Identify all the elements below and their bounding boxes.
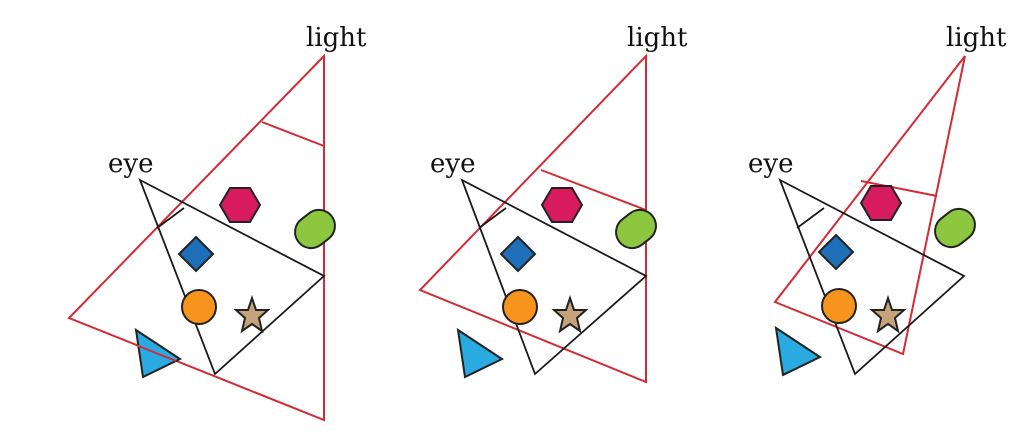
hexagon-shape xyxy=(859,185,903,221)
eye-label: eye xyxy=(108,149,153,179)
circle-shape xyxy=(821,288,857,324)
triangle-shape xyxy=(456,327,505,379)
light-near-plane xyxy=(860,180,938,197)
eye-near-plane xyxy=(156,207,185,229)
capsule-shape xyxy=(294,208,336,250)
light-frustum xyxy=(418,53,647,384)
light-frustum xyxy=(773,55,966,356)
panel-2: light eye xyxy=(418,23,688,384)
light-frustum-edge-front xyxy=(135,344,177,362)
capsule-shape xyxy=(934,207,976,249)
eye-frustum xyxy=(778,178,966,376)
panel-1: light eye xyxy=(67,23,367,422)
capsule-shape xyxy=(615,208,657,250)
eye-near-plane xyxy=(796,207,825,229)
light-label: light xyxy=(306,23,367,53)
diamond-shape xyxy=(817,233,855,271)
light-near-plane xyxy=(261,121,325,147)
light-label: light xyxy=(946,23,1007,53)
eye-frustum xyxy=(138,178,326,376)
star-shape xyxy=(233,294,271,334)
diamond-shape xyxy=(499,235,537,273)
light-label: light xyxy=(627,23,688,53)
hexagon-shape xyxy=(218,187,262,223)
eye-label: eye xyxy=(430,149,475,179)
eye-frustum xyxy=(460,178,648,376)
diamond-shape xyxy=(177,235,215,273)
star-shape xyxy=(869,294,907,334)
circle-shape xyxy=(502,289,538,325)
eye-label: eye xyxy=(748,149,793,179)
star-shape xyxy=(551,294,589,334)
eye-near-plane xyxy=(478,207,507,229)
panel-3: light eye xyxy=(748,23,1007,377)
circle-shape xyxy=(181,289,217,325)
triangle-shape xyxy=(774,325,823,377)
hexagon-shape xyxy=(540,187,584,223)
light-near-plane xyxy=(540,169,647,211)
